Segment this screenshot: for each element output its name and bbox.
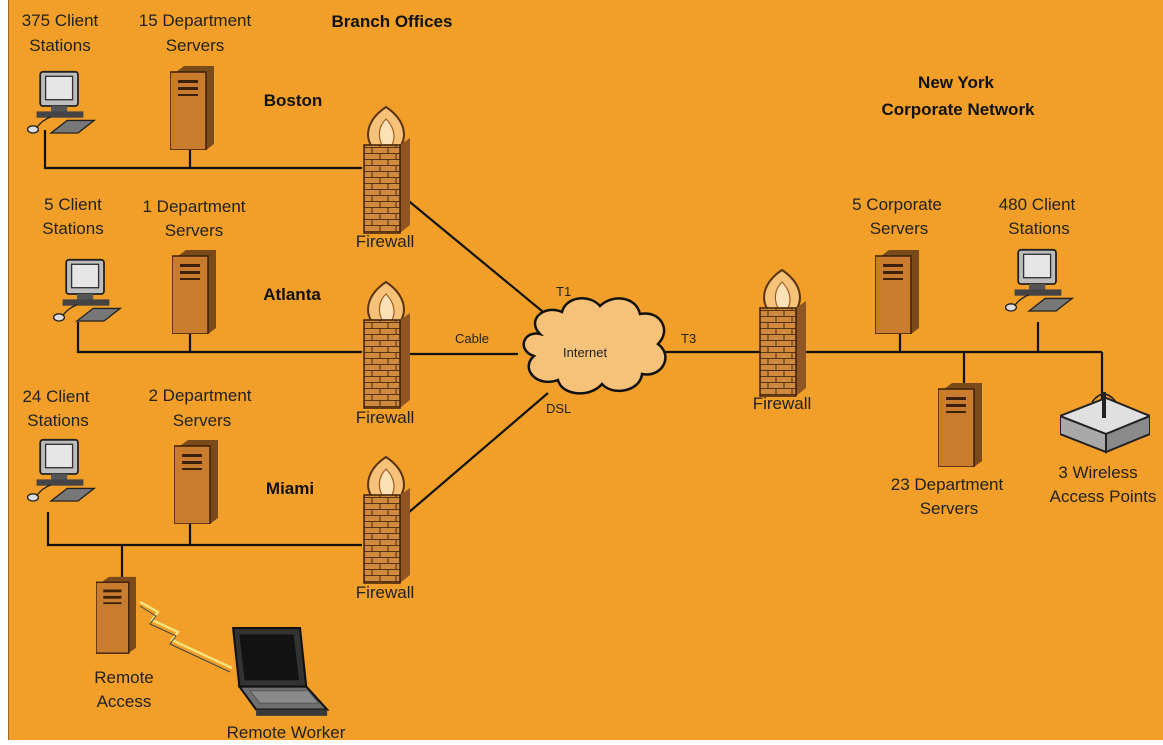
firewall-icon: [363, 456, 411, 584]
firewall-icon: [363, 281, 411, 409]
miami-firewall-label: Firewall: [356, 583, 415, 602]
corporate-servers-label-2: Servers: [870, 219, 929, 238]
remote-access-label: Remote: [94, 668, 154, 687]
firewall-icon: [363, 106, 411, 234]
firewall-icon: [759, 269, 807, 397]
server-icon: [172, 250, 216, 334]
server-icon: [875, 250, 919, 334]
boston-city-label: Boston: [264, 91, 323, 110]
atlanta-clients-label-2: Stations: [42, 219, 103, 238]
internet-label: Internet: [563, 345, 607, 360]
miami-servers-label-2: Servers: [173, 411, 232, 430]
atlanta-bus: [76, 322, 362, 354]
newyork-firewall-label: Firewall: [753, 394, 812, 413]
wireless-link: [139, 600, 233, 670]
t1-link: [404, 197, 549, 317]
corporate-servers-label: 5 Corporate: [852, 195, 942, 214]
miami-clients-label-2: Stations: [27, 411, 88, 430]
boston-servers-label-2: Servers: [166, 36, 225, 55]
server-icon: [938, 383, 982, 467]
t1-label: T1: [556, 284, 571, 299]
miami-bus: [46, 512, 362, 547]
miami-city-label: Miami: [266, 479, 314, 498]
newyork-title-line1: New York: [918, 73, 994, 92]
network-links: [43, 130, 1104, 673]
atlanta-servers-label: 1 Department: [143, 197, 246, 216]
boston-clients-label-2: Stations: [29, 36, 90, 55]
wireless-ap-label-2: Access Points: [1050, 487, 1157, 506]
server-icon: [170, 66, 214, 150]
atlanta-servers-label-2: Servers: [165, 221, 224, 240]
newyork-clients-label-2: Stations: [1008, 219, 1069, 238]
server-icon: [96, 576, 136, 654]
miami-clients-label: 24 Client: [22, 387, 89, 406]
remote-worker-label: Remote Worker: [227, 723, 346, 740]
department-servers-label: 23 Department: [891, 475, 1004, 494]
branch-offices-title: Branch Offices: [332, 12, 453, 31]
boston-firewall-label: Firewall: [356, 232, 415, 251]
cable-label: Cable: [455, 331, 489, 346]
t3-label: T3: [681, 331, 696, 346]
miami-servers-label: 2 Department: [149, 386, 252, 405]
newyork-clients-label: 480 Client: [999, 195, 1076, 214]
atlanta-firewall-label: Firewall: [356, 408, 415, 427]
atlanta-clients-label: 5 Client: [44, 195, 102, 214]
dsl-label: DSL: [546, 401, 571, 416]
remote-access-label-2: Access: [97, 692, 152, 711]
wireless-ap-label: 3 Wireless: [1058, 463, 1137, 482]
boston-servers-label: 15 Department: [139, 11, 252, 30]
boston-bus: [43, 130, 362, 170]
newyork-title-line2: Corporate Network: [881, 100, 1035, 119]
cloud-icon: [522, 297, 667, 395]
dsl-link: [407, 392, 549, 514]
boston-clients-label: 375 Client: [22, 11, 99, 30]
department-servers-label-2: Servers: [920, 499, 979, 518]
server-icon: [174, 440, 218, 524]
atlanta-city-label: Atlanta: [263, 285, 321, 304]
